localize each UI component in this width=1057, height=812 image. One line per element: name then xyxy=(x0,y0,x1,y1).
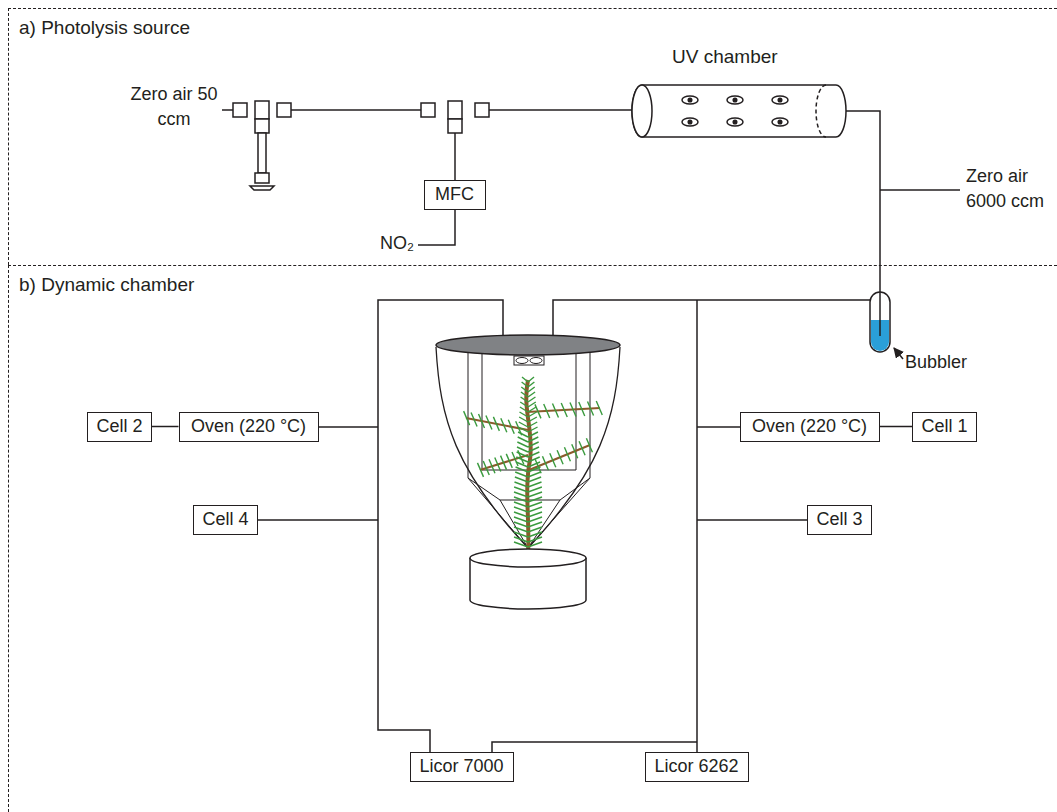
fitting xyxy=(448,119,462,133)
tee-fitting xyxy=(448,101,462,119)
tube xyxy=(319,426,378,428)
controller-box: MFC xyxy=(424,180,486,210)
panel-band: a) Photolysis sourceMFC xyxy=(8,8,1057,265)
instrument-box: Cell 4 xyxy=(193,505,258,535)
tube xyxy=(489,109,632,111)
tree-branch xyxy=(480,455,528,470)
tee-fitting xyxy=(255,101,269,119)
tube xyxy=(696,300,698,752)
needles xyxy=(464,377,603,547)
instrument-box: Oven (220 °C) xyxy=(179,412,319,442)
tube-connector xyxy=(880,426,913,428)
fitting xyxy=(421,103,435,117)
gas-label: NO₂ xyxy=(380,231,420,256)
uv-chamber-window xyxy=(816,85,826,137)
valve xyxy=(255,173,269,183)
plant-pot xyxy=(470,549,586,609)
tube xyxy=(553,300,870,337)
fitting xyxy=(277,103,291,117)
instrument-box: Cell 3 xyxy=(807,505,872,535)
fittings xyxy=(233,101,489,190)
leader-arrow xyxy=(894,348,903,359)
tube xyxy=(697,426,742,428)
tube-piece xyxy=(258,133,266,173)
uv-chamber-end xyxy=(632,85,652,137)
component-label: UV chamber xyxy=(672,44,812,71)
instrument-box: Licor 6262 xyxy=(645,752,749,782)
tube xyxy=(492,742,697,752)
fan xyxy=(514,356,544,365)
tube xyxy=(880,189,960,191)
fitting xyxy=(475,103,489,117)
box-label: Cell 2 xyxy=(96,417,142,437)
box-label: Oven (220 °C) xyxy=(752,417,867,437)
box-label: Oven (220 °C) xyxy=(191,417,306,437)
tree xyxy=(464,377,603,556)
instrument-box: Cell 1 xyxy=(912,412,977,442)
tube xyxy=(257,519,378,521)
fitting xyxy=(233,103,247,117)
tube xyxy=(697,519,810,521)
plant-chamber xyxy=(436,335,620,609)
panel-heading: b) Dynamic chamber xyxy=(19,274,194,296)
uv-chamber-body xyxy=(632,85,846,137)
panel-heading: a) Photolysis source xyxy=(19,17,190,39)
uv-lamps xyxy=(682,96,788,126)
bubbler xyxy=(870,292,903,359)
uv-chamber xyxy=(632,85,846,137)
box-label: Licor 7000 xyxy=(419,757,503,777)
box-label: Licor 6262 xyxy=(654,757,738,777)
gas-inlet-label: Zero air 50 ccm xyxy=(130,82,218,132)
box-label: Cell 3 xyxy=(816,510,862,530)
fitting xyxy=(255,119,269,133)
panel-band: b) Dynamic chamberCell 2 Oven (220 °C) Ove… xyxy=(8,265,1057,812)
instrument-box: Cell 2 xyxy=(87,412,152,442)
instrument-box: Licor 7000 xyxy=(410,752,514,782)
tube-connector xyxy=(152,426,179,428)
tube xyxy=(291,109,421,111)
bubbler-tube xyxy=(870,292,890,352)
instrument-box: Oven (220 °C) xyxy=(740,412,880,442)
chamber-lid xyxy=(436,335,620,355)
bubbler-dip-tube xyxy=(879,292,881,336)
box-label: MFC xyxy=(435,185,474,205)
valve-cap xyxy=(250,186,274,190)
tube xyxy=(418,210,455,245)
component-label: Bubbler xyxy=(905,350,995,375)
gas-inlet-label: Zero air 6000 ccm xyxy=(966,164,1054,214)
box-label: Cell 1 xyxy=(921,417,967,437)
box-label: Cell 4 xyxy=(202,510,248,530)
tube xyxy=(222,109,233,111)
tubing xyxy=(222,110,960,752)
